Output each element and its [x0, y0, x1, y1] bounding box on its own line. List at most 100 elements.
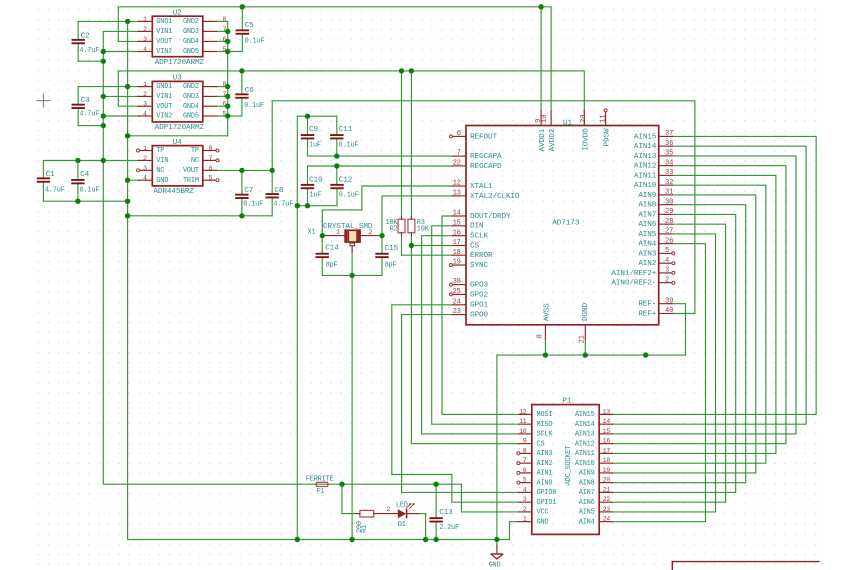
svg-text:18: 18	[603, 457, 611, 464]
svg-text:0.1uF: 0.1uF	[339, 191, 359, 199]
svg-text:TP: TP	[156, 147, 164, 155]
svg-text:4: 4	[523, 486, 527, 493]
svg-text:GND4: GND4	[183, 38, 199, 46]
svg-text:ADR445BRZ: ADR445BRZ	[153, 188, 194, 196]
svg-text:6: 6	[523, 467, 527, 474]
svg-text:GPO3: GPO3	[470, 282, 488, 290]
svg-text:C2: C2	[81, 32, 90, 40]
svg-text:6: 6	[223, 101, 227, 108]
svg-text:AIN5: AIN5	[579, 509, 595, 517]
svg-text:C8: C8	[274, 187, 283, 195]
svg-text:6: 6	[223, 36, 227, 43]
svg-text:0.1uF: 0.1uF	[244, 102, 264, 110]
svg-text:AIN2: AIN2	[537, 460, 553, 468]
svg-text:30: 30	[665, 198, 673, 206]
svg-text:18: 18	[453, 249, 461, 257]
svg-text:8: 8	[223, 16, 227, 23]
svg-text:11: 11	[519, 418, 527, 425]
svg-text:GPIO1: GPIO1	[537, 499, 557, 507]
svg-text:24: 24	[453, 298, 461, 306]
svg-text:8: 8	[523, 447, 527, 454]
svg-text:GND: GND	[156, 177, 168, 185]
svg-text:LED: LED	[396, 502, 408, 510]
svg-text:4: 4	[143, 175, 147, 182]
svg-text:AIN9: AIN9	[579, 470, 595, 478]
svg-text:5: 5	[223, 111, 227, 118]
svg-text:PDSW: PDSW	[603, 128, 611, 146]
svg-text:C13: C13	[439, 509, 453, 517]
svg-text:4.7uF: 4.7uF	[45, 187, 65, 195]
svg-text:GND5: GND5	[183, 48, 199, 56]
svg-text:FERRITE: FERRITE	[306, 476, 334, 484]
svg-text:AIN12: AIN12	[634, 163, 657, 171]
svg-text:AIN0/REF2-: AIN0/REF2-	[611, 280, 656, 288]
svg-text:AIN8: AIN8	[638, 202, 656, 210]
svg-text:35: 35	[665, 150, 673, 158]
svg-text:MISO: MISO	[537, 421, 553, 429]
svg-text:ERROR: ERROR	[470, 252, 493, 260]
svg-text:ADP1720ARMZ: ADP1720ARMZ	[155, 59, 205, 67]
svg-text:25: 25	[453, 288, 461, 296]
svg-text:7: 7	[223, 26, 227, 33]
svg-text:5: 5	[523, 477, 527, 484]
svg-text:AIN15: AIN15	[634, 133, 657, 141]
svg-text:16: 16	[603, 438, 611, 445]
svg-text:AVDD2: AVDD2	[549, 128, 557, 151]
svg-text:AIN11: AIN11	[575, 450, 595, 458]
svg-text:29: 29	[665, 208, 673, 216]
svg-text:DGND: DGND	[582, 303, 590, 321]
svg-text:15: 15	[453, 219, 461, 227]
svg-text:3: 3	[143, 36, 147, 43]
svg-text:17: 17	[603, 447, 611, 454]
svg-text:7: 7	[223, 91, 227, 98]
svg-text:4.7uF: 4.7uF	[79, 110, 99, 118]
svg-text:AIN6: AIN6	[579, 499, 595, 507]
svg-text:22: 22	[453, 160, 461, 168]
svg-text:8: 8	[537, 334, 545, 338]
svg-text:2: 2	[368, 229, 372, 236]
svg-text:VIN: VIN	[156, 157, 168, 165]
svg-text:1: 1	[143, 16, 147, 23]
svg-text:ADC_SOCKET: ADC_SOCKET	[565, 446, 573, 486]
svg-text:36: 36	[665, 140, 673, 148]
svg-text:17: 17	[453, 239, 461, 247]
svg-text:F1: F1	[317, 488, 325, 496]
svg-text:X1: X1	[308, 229, 316, 237]
svg-text:11: 11	[600, 115, 608, 123]
svg-text:TP: TP	[191, 147, 199, 155]
svg-text:3: 3	[523, 496, 527, 503]
svg-text:R1: R1	[361, 525, 369, 533]
svg-text:8: 8	[223, 81, 227, 88]
svg-text:P1: P1	[562, 398, 571, 406]
svg-text:VIN1: VIN1	[156, 28, 172, 36]
svg-text:13: 13	[603, 408, 611, 415]
svg-text:1: 1	[143, 145, 147, 152]
svg-text:D1: D1	[398, 521, 406, 529]
svg-text:AVDD1: AVDD1	[539, 128, 547, 151]
svg-text:MOSI: MOSI	[537, 411, 553, 419]
svg-text:AIN3: AIN3	[537, 450, 553, 458]
svg-text:GND5: GND5	[183, 113, 199, 121]
svg-text:13: 13	[453, 190, 461, 198]
svg-text:5: 5	[665, 247, 669, 255]
svg-text:C7: C7	[244, 187, 253, 195]
svg-text:GND2: GND2	[183, 18, 199, 26]
svg-text:23: 23	[453, 308, 461, 316]
svg-text:GND2: GND2	[183, 83, 199, 91]
svg-text:19: 19	[603, 467, 611, 474]
svg-text:C4: C4	[80, 171, 89, 179]
svg-text:GPIO0: GPIO0	[537, 489, 557, 497]
svg-text:3: 3	[143, 101, 147, 108]
svg-text:27: 27	[665, 228, 673, 236]
svg-text:0.1uF: 0.1uF	[80, 187, 100, 195]
svg-text:C14: C14	[325, 245, 339, 253]
svg-text:3: 3	[665, 267, 669, 275]
svg-text:AIN1/REF2+: AIN1/REF2+	[611, 270, 656, 278]
svg-text:C11: C11	[339, 126, 353, 134]
svg-text:AIN4: AIN4	[638, 241, 656, 249]
svg-text:5: 5	[209, 175, 213, 182]
svg-text:AIN6: AIN6	[638, 221, 656, 229]
svg-text:7: 7	[523, 457, 527, 464]
svg-text:C5: C5	[245, 22, 254, 30]
svg-text:AVSS: AVSS	[544, 303, 552, 321]
